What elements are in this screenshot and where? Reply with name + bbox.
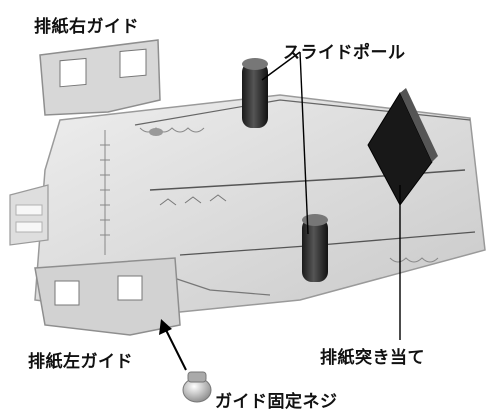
paper-left-guide [34,257,181,336]
guide-screw-icon [182,371,212,403]
leader-lines [261,51,401,340]
label-left-guide: 排紙左ガイド [28,352,133,372]
slide-pole-rear [242,58,268,128]
label-right-guide: 排紙右ガイド [34,17,139,37]
label-guide-screw: ガイド固定ネジ [215,392,338,412]
screw-arrow [159,319,187,371]
slide-pole-front [302,214,328,282]
label-slide-pole: スライドポール [283,43,406,63]
label-stopper: 排紙突き当て [320,348,425,368]
paper-stopper [367,88,438,206]
paper-right-guide [39,39,161,116]
